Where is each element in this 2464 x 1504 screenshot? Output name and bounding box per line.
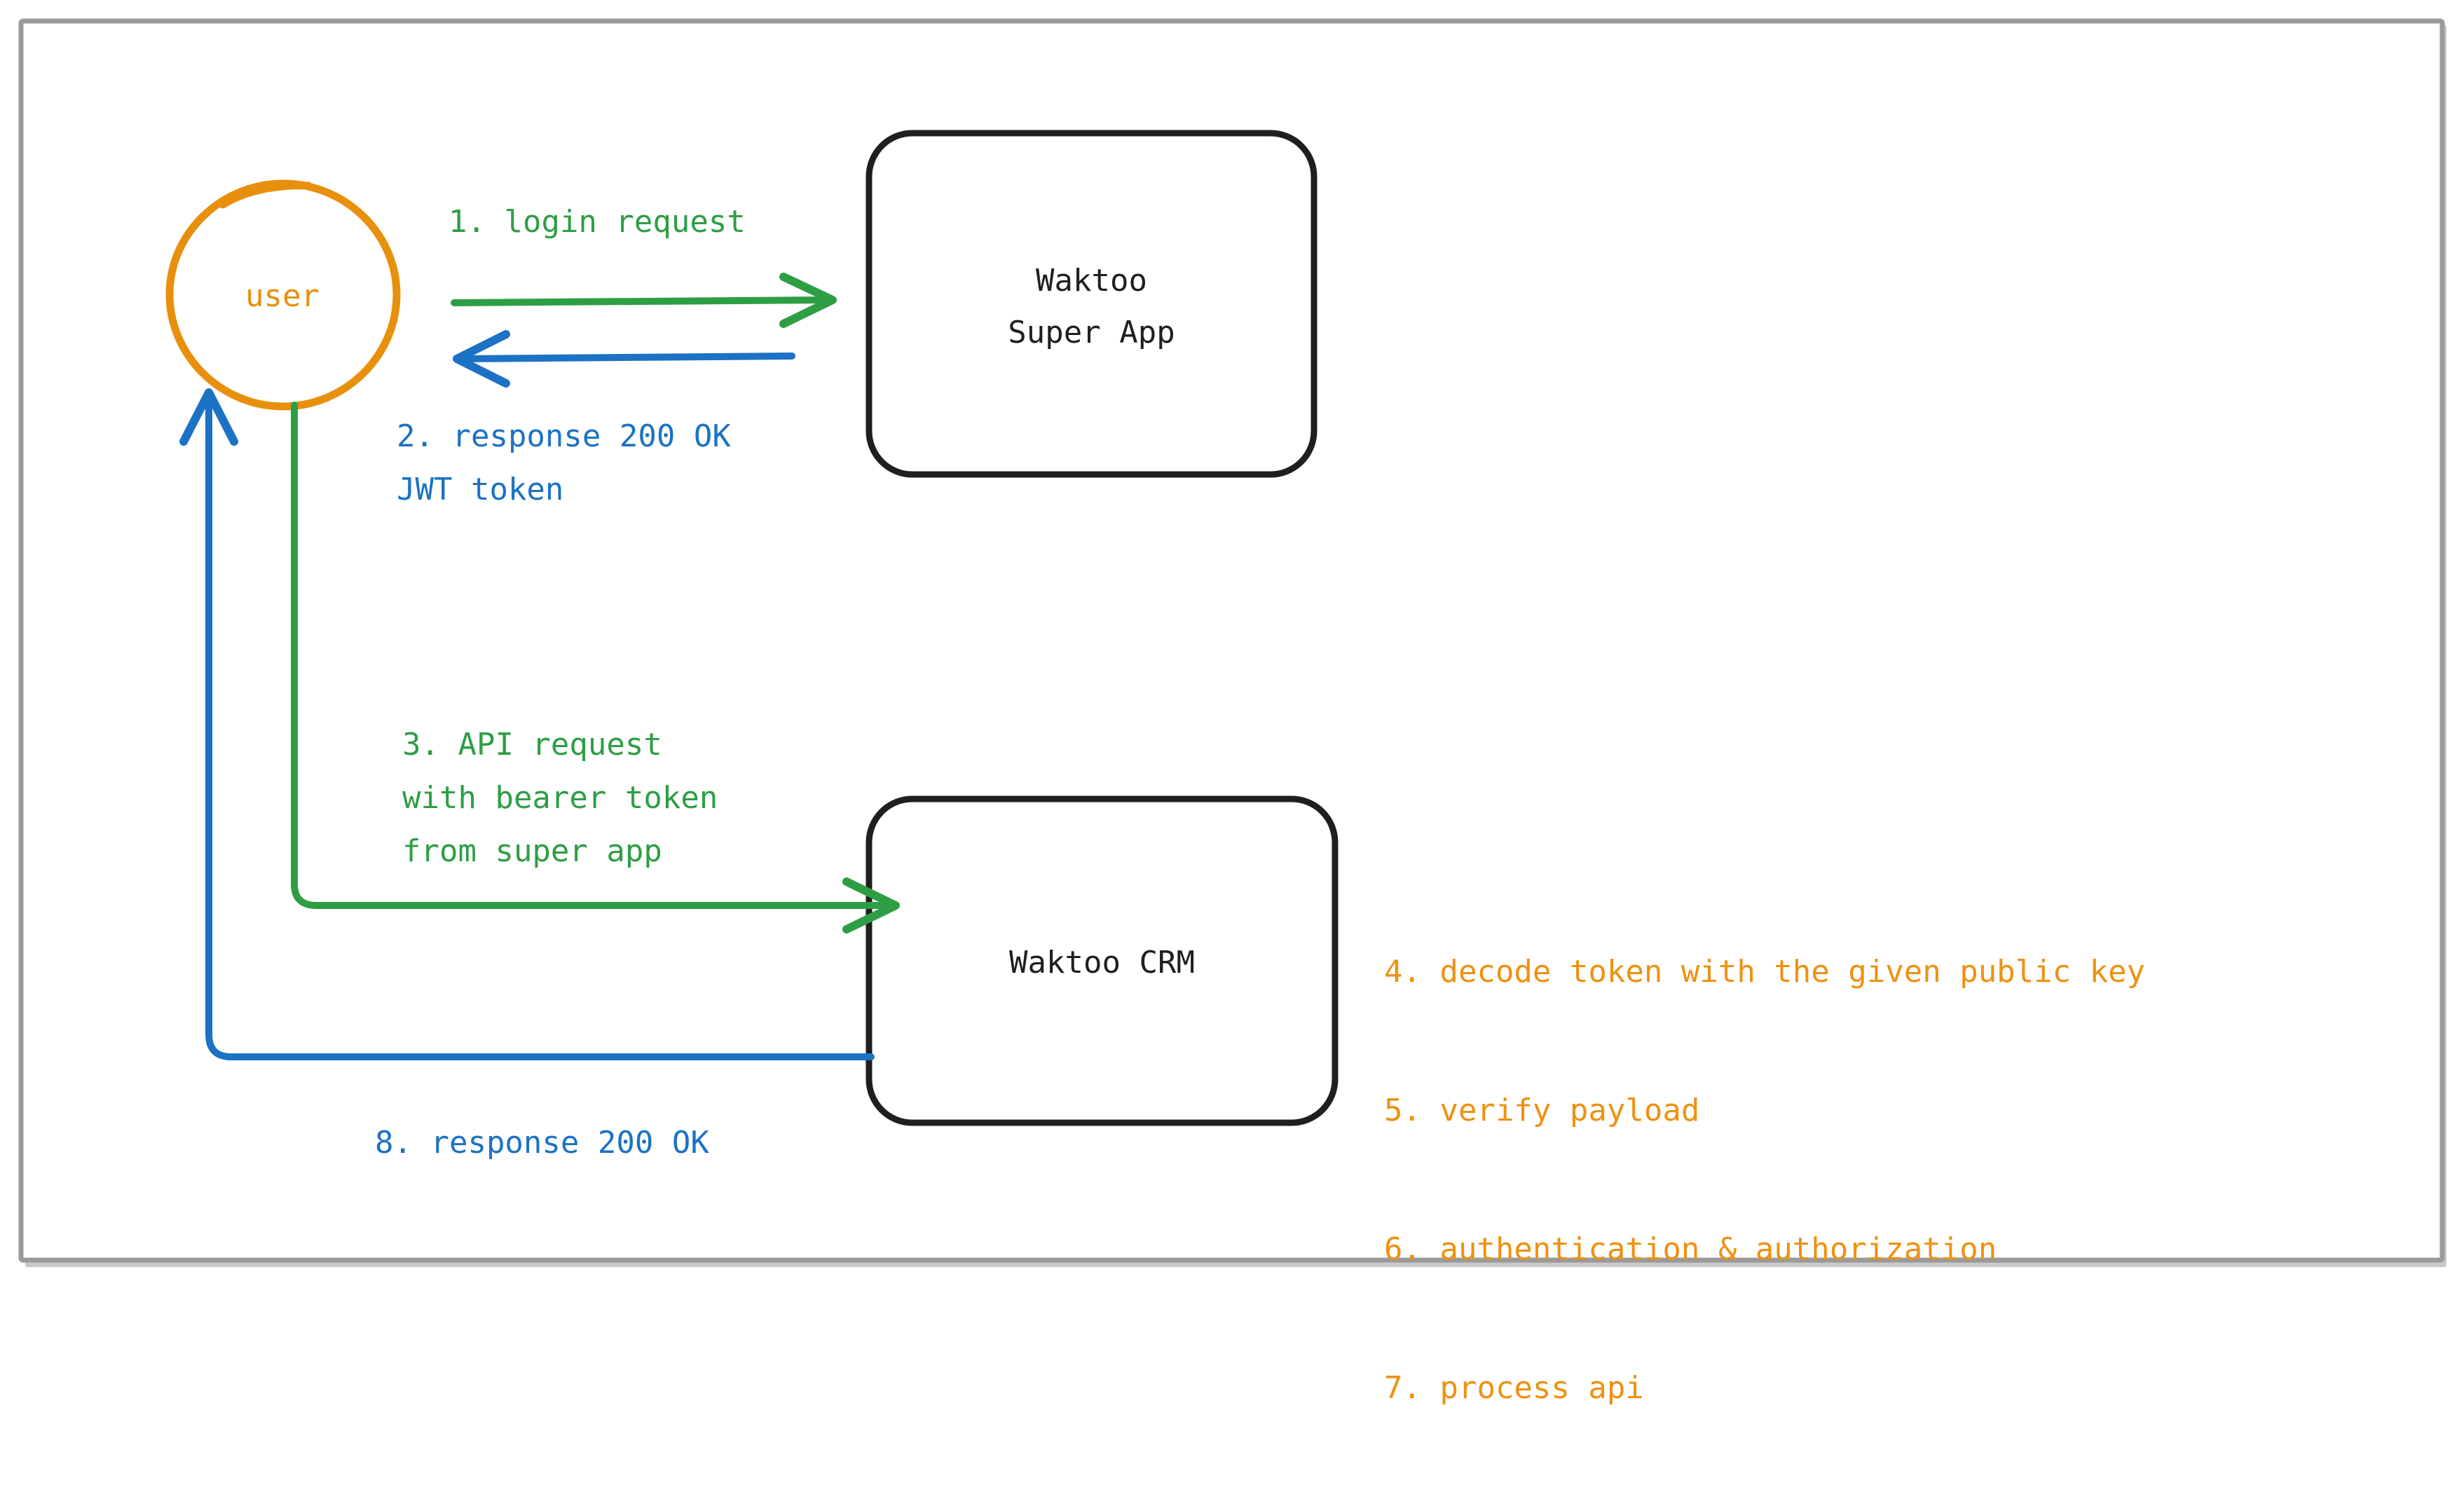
edge-8-line [205,396,875,1060]
user-actor-circle[interactable] [165,179,401,411]
actor-label-user: user [245,278,320,314]
edge-label-step-3-line3: from super app [402,833,662,869]
node-super-app-label-line1: Waktoo [1036,263,1147,299]
processing-step-5: 5. verify payload [1384,1093,1700,1128]
edge-3-line [291,402,894,909]
node-super-app-box[interactable] [865,130,1317,478]
edge-1-line [451,296,830,306]
crm-processing-steps-list: 4. decode token with the given public ke… [1384,856,2145,1504]
node-super-app-label-line2: Super App [1008,315,1175,350]
edge-label-step-3-line1: 3. API request [402,727,662,763]
edge-2-line [459,353,795,362]
edge-label-step-1: 1. login request [449,204,746,240]
edge-1-login-request [451,273,837,328]
processing-step-4: 4. decode token with the given public ke… [1384,954,2146,990]
node-crm-label: Waktoo CRM [1009,945,1195,980]
edge-8-arrowhead [179,388,238,446]
processing-step-7: 7. process api [1384,1370,1644,1406]
edge-label-step-8: 8. response 200 OK [375,1125,709,1161]
edge-label-step-2-line1: 2. response 200 OK [397,418,731,454]
edge-label-step-2-line2: JWT token [397,472,564,507]
diagram-svg [18,18,2446,1267]
edge-2-response-200-ok [453,330,795,388]
diagram-canvas: user Waktoo Super App Waktoo CRM 1. logi… [18,18,2446,1406]
diagram-frame [18,18,2445,1263]
edge-3-api-request [291,402,900,934]
actor-circle-outer [165,179,401,411]
actor-circle-sketch-overlap [219,182,313,209]
edge-8-response-200-ok [179,388,875,1060]
edge-3-arrowhead [842,877,900,934]
edge-2-arrowhead [453,330,510,388]
processing-step-6: 6. authentication & authorization [1384,1231,1997,1267]
node-crm-box[interactable] [865,795,1339,1126]
edge-label-step-3-line2: with bearer token [402,780,718,816]
edge-1-arrowhead [779,273,837,328]
